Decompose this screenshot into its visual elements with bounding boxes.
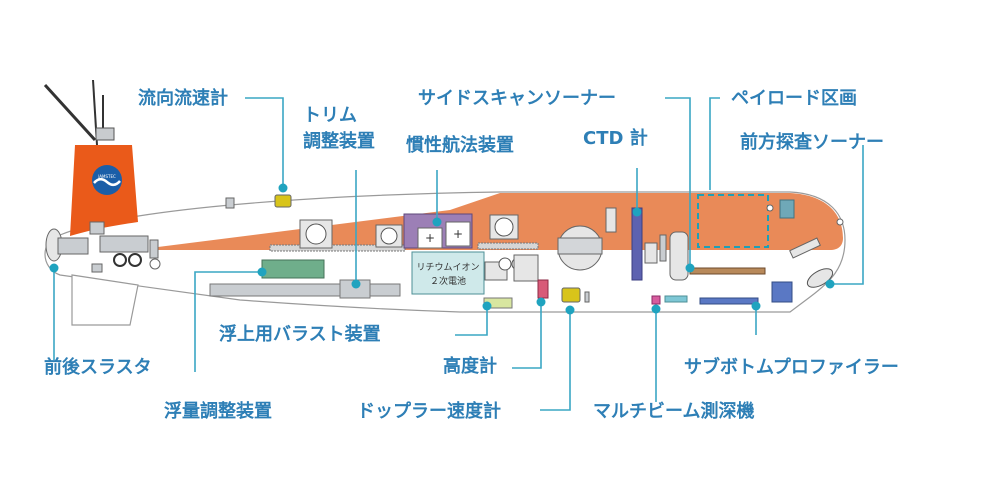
stern-equipment bbox=[149, 239, 159, 259]
marker-dot bbox=[751, 301, 761, 311]
side-scan-transducer bbox=[689, 267, 766, 275]
leader-current-profiler bbox=[245, 97, 284, 188]
label-forward-sonar: 前方探査ソーナー bbox=[740, 132, 884, 153]
sensor-dial bbox=[305, 223, 327, 245]
stern-wheel bbox=[113, 253, 127, 267]
sensor-dial bbox=[494, 217, 514, 237]
jamstec-logo bbox=[92, 165, 122, 195]
bolt bbox=[766, 204, 774, 212]
marker-dot bbox=[651, 304, 661, 314]
marker-dot bbox=[432, 217, 442, 227]
marker-dot bbox=[685, 263, 695, 273]
leader-doppler bbox=[540, 310, 571, 411]
leader-buoyancy bbox=[194, 271, 262, 372]
ctd-sensor bbox=[631, 207, 643, 281]
ballast-pipe bbox=[209, 283, 401, 297]
stern-equipment bbox=[91, 263, 103, 273]
sensor-dial bbox=[380, 227, 398, 245]
label-current-profiler: 流向流速計 bbox=[138, 88, 228, 109]
antenna-mast bbox=[43, 83, 97, 142]
plus-sign: + bbox=[425, 231, 435, 245]
sensor-box bbox=[513, 254, 539, 282]
small-sensor bbox=[644, 242, 658, 264]
forward-sensor bbox=[779, 199, 795, 219]
forward-box bbox=[771, 281, 793, 303]
leader-side-scan bbox=[665, 97, 691, 268]
internal-rail bbox=[477, 242, 539, 250]
marker-dot bbox=[536, 297, 546, 307]
small-probe bbox=[584, 291, 590, 303]
marker-dot bbox=[351, 279, 361, 289]
gas-cylinder bbox=[669, 231, 689, 281]
ins-module bbox=[445, 221, 471, 247]
side-scan-housing bbox=[605, 207, 617, 233]
bolt bbox=[836, 218, 844, 226]
antenna-base bbox=[95, 127, 115, 141]
stern-equipment bbox=[89, 221, 105, 235]
leader-payload bbox=[709, 97, 720, 190]
label-surfacing-ballast: 浮上用バラスト装置 bbox=[219, 324, 381, 345]
sub-bottom-transducer bbox=[699, 297, 759, 305]
leader-altimeter bbox=[512, 302, 542, 369]
label-thruster: 前後スラスタ bbox=[44, 357, 152, 378]
label-multibeam: マルチビーム測深機 bbox=[593, 401, 755, 422]
logo-text: JAMSTEC bbox=[97, 174, 116, 179]
pressure-sphere-band bbox=[557, 237, 603, 255]
ins-module bbox=[417, 227, 443, 249]
label-buoyancy: 浮量調整装置 bbox=[164, 401, 272, 422]
label-trim: トリム bbox=[303, 105, 357, 126]
battery-label-line1: リチウムイオン bbox=[416, 262, 479, 273]
marker-dot bbox=[278, 183, 288, 193]
stern-fitting bbox=[149, 258, 161, 270]
buoyancy-tank bbox=[261, 259, 325, 279]
label-trim-adjust: 調整装置 bbox=[303, 131, 375, 152]
altimeter-device bbox=[537, 279, 549, 299]
marker-dot bbox=[482, 301, 492, 311]
marker-dot bbox=[257, 267, 267, 277]
sensor-dial bbox=[498, 257, 512, 271]
payload-compartment bbox=[697, 194, 769, 248]
thruster-shaft bbox=[57, 237, 89, 255]
label-payload: ペイロード区画 bbox=[731, 88, 857, 109]
small-sensor bbox=[659, 234, 667, 262]
label-side-scan: サイドスキャンソーナー bbox=[418, 88, 616, 109]
marker-dot bbox=[565, 305, 575, 315]
sensor-strip bbox=[664, 295, 688, 303]
leader-surfacing-ballast bbox=[455, 306, 488, 336]
lithium-ion-battery bbox=[411, 251, 485, 295]
plus-sign: + bbox=[453, 227, 463, 241]
small-sensor bbox=[225, 197, 235, 209]
marker-dot bbox=[632, 207, 642, 217]
label-altimeter: 高度計 bbox=[443, 356, 497, 377]
forward-sonar-mount bbox=[789, 237, 821, 259]
doppler-device bbox=[561, 287, 581, 303]
battery-label-line2: ２次電池 bbox=[430, 275, 466, 287]
lower-fin bbox=[71, 274, 139, 326]
stern-wheel bbox=[128, 253, 142, 267]
marker-dot bbox=[49, 263, 59, 273]
leader-lines bbox=[53, 97, 864, 411]
multibeam-device bbox=[651, 295, 661, 305]
marker-dots bbox=[49, 183, 835, 315]
current-profiler-device bbox=[274, 194, 292, 208]
label-ins: 慣性航法装置 bbox=[406, 135, 514, 156]
leader-forward-sonar bbox=[830, 145, 864, 285]
forward-sonar-device bbox=[806, 268, 834, 288]
label-ctd: CTD 計 bbox=[583, 128, 648, 149]
logo-wave bbox=[93, 178, 121, 186]
marker-dot bbox=[825, 279, 835, 289]
label-doppler: ドップラー速度計 bbox=[357, 401, 501, 422]
label-sub-bottom: サブボトムプロファイラー bbox=[684, 357, 899, 378]
stern-equipment bbox=[99, 235, 149, 253]
